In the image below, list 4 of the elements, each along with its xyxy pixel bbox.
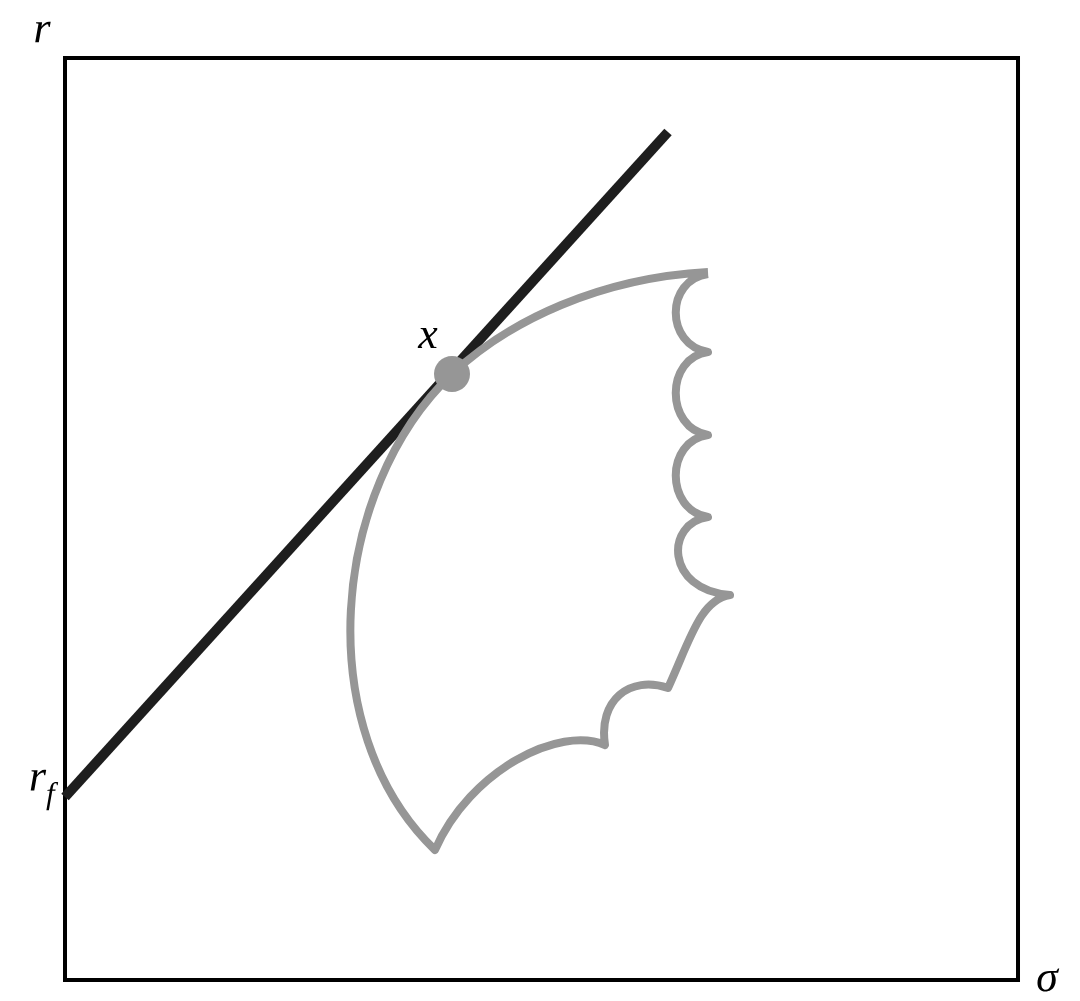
axis-label: σ — [1037, 968, 1060, 992]
axis-label: r — [35, 21, 51, 43]
axis-label: x — [417, 327, 438, 349]
axis-label: r$_{f}$ — [30, 769, 59, 811]
